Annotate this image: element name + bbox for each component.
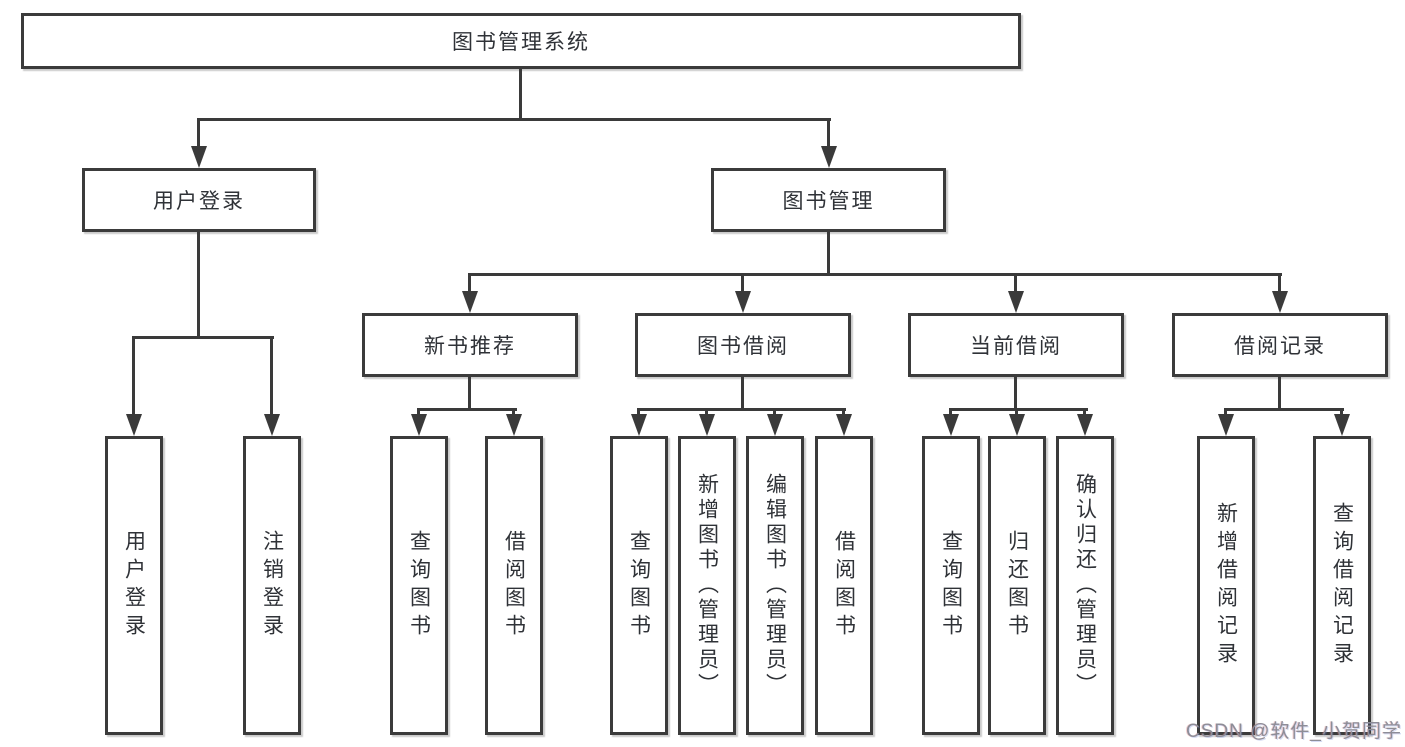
leaf-confirm-return-admin: 确认归还（管理员）	[1056, 436, 1114, 735]
connector-new-book-stem	[468, 377, 471, 411]
leaf-query-books-borrow-label: 查询图书	[627, 529, 651, 642]
leaf-borrow-books-newbook: 借阅图书	[485, 436, 543, 735]
connector-borrow-records-rail	[1224, 408, 1344, 411]
arrow-to-leaf-borrow-books-newbook	[512, 408, 515, 414]
node-borrow-records-label: 借阅记录	[1234, 335, 1326, 358]
leaf-user-login: 用户登录	[105, 436, 163, 735]
node-current-borrow: 当前借阅	[908, 313, 1124, 377]
watermark: CSDN @软件_小贺同学	[1186, 721, 1402, 742]
connector-book-borrow-rail	[637, 408, 846, 411]
arrow-to-leaf-query-borrow-record	[1340, 408, 1343, 414]
arrow-to-borrow-records	[1278, 273, 1281, 291]
connector-book-borrow-stem	[741, 377, 744, 411]
arrow-to-leaf-edit-book	[773, 408, 776, 414]
connector-book-management-stem	[827, 232, 830, 276]
leaf-add-borrow-record: 新增借阅记录	[1197, 436, 1255, 735]
node-book-borrow-label: 图书借阅	[697, 335, 789, 358]
leaf-edit-book-admin: 编辑图书（管理员）	[746, 436, 804, 735]
leaf-query-books-newbook: 查询图书	[390, 436, 448, 735]
leaf-user-login-label: 用户登录	[122, 529, 146, 642]
connector-current-borrow-stem	[1014, 377, 1017, 411]
node-current-borrow-label: 当前借阅	[970, 335, 1062, 358]
connector-current-borrow-rail	[949, 408, 1088, 411]
leaf-query-borrow-record: 查询借阅记录	[1313, 436, 1371, 735]
node-book-borrow: 图书借阅	[635, 313, 851, 377]
arrow-to-current-borrow	[1014, 273, 1017, 291]
leaf-add-borrow-record-label: 新增借阅记录	[1214, 501, 1238, 670]
leaf-edit-book-admin-label: 编辑图书（管理员）	[763, 473, 787, 698]
leaf-return-books: 归还图书	[988, 436, 1046, 735]
arrow-to-book-borrow	[741, 273, 744, 291]
node-borrow-records: 借阅记录	[1172, 313, 1388, 377]
leaf-query-books-current-label: 查询图书	[939, 529, 963, 642]
leaf-confirm-return-admin-label: 确认归还（管理员）	[1073, 473, 1097, 698]
connector-level3-rail	[468, 273, 1282, 276]
leaf-query-borrow-record-label: 查询借阅记录	[1330, 501, 1354, 670]
arrow-to-leaf-confirm-return	[1083, 408, 1086, 414]
arrow-to-leaf-return-books	[1015, 408, 1018, 414]
arrow-to-leaf-user-login	[132, 336, 135, 414]
leaf-query-books-current: 查询图书	[922, 436, 980, 735]
leaf-query-books-newbook-label: 查询图书	[407, 529, 431, 642]
leaf-add-book-admin: 新增图书（管理员）	[678, 436, 736, 735]
leaf-logout: 注销登录	[243, 436, 301, 735]
connector-level2-rail	[197, 118, 831, 121]
arrow-to-new-book-recommend	[468, 273, 471, 291]
node-library-system: 图书管理系统	[21, 13, 1021, 69]
arrow-to-leaf-logout	[270, 336, 273, 414]
connector-root-stem	[519, 69, 522, 121]
connector-user-login-stem	[197, 232, 200, 339]
arrow-to-leaf-add-borrow-record	[1224, 408, 1227, 414]
arrow-to-leaf-borrow-books-borrow	[842, 408, 845, 414]
arrow-to-book-management	[827, 118, 830, 146]
node-library-system-label: 图书管理系统	[452, 31, 590, 54]
leaf-borrow-books-borrow: 借阅图书	[815, 436, 873, 735]
leaf-query-books-borrow: 查询图书	[610, 436, 668, 735]
connector-new-book-rail	[417, 408, 517, 411]
leaf-add-book-admin-label: 新增图书（管理员）	[695, 473, 719, 698]
arrow-to-leaf-query-books-borrow	[637, 408, 640, 414]
node-user-login-label: 用户登录	[153, 190, 245, 213]
node-new-book-recommend: 新书推荐	[362, 313, 578, 377]
leaf-borrow-books-borrow-label: 借阅图书	[832, 529, 856, 642]
leaf-logout-label: 注销登录	[260, 529, 284, 642]
node-book-management: 图书管理	[711, 168, 946, 232]
node-book-management-label: 图书管理	[782, 190, 875, 213]
connector-borrow-records-stem	[1278, 377, 1281, 411]
arrow-to-leaf-query-books-current	[949, 408, 952, 414]
arrow-to-leaf-add-book	[705, 408, 708, 414]
node-user-login: 用户登录	[82, 168, 316, 232]
arrow-to-leaf-query-books-newbook	[417, 408, 420, 414]
leaf-borrow-books-newbook-label: 借阅图书	[502, 529, 526, 642]
connector-user-login-rail	[132, 336, 274, 339]
node-new-book-recommend-label: 新书推荐	[424, 335, 516, 358]
arrow-to-user-login	[197, 118, 200, 146]
leaf-return-books-label: 归还图书	[1005, 529, 1029, 642]
